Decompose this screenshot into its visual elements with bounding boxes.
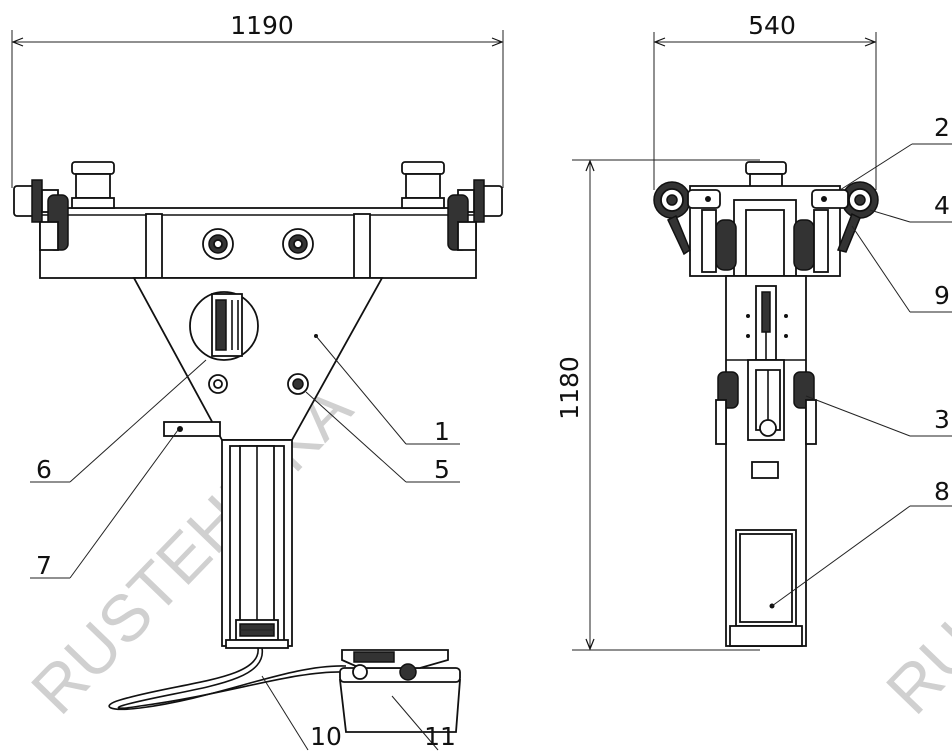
callout-5: 5 — [434, 455, 450, 484]
foot-pump — [338, 649, 461, 733]
leaders-front — [30, 335, 460, 751]
callout-3: 3 — [934, 405, 950, 434]
watermark-edge: RU — [872, 608, 952, 728]
side-column — [715, 275, 817, 647]
triangle-body — [132, 277, 384, 441]
callout-8: 8 — [934, 477, 950, 506]
side-lever — [163, 421, 221, 437]
side-rollers-front — [13, 179, 503, 251]
top-posts — [71, 161, 445, 209]
callout-2: 2 — [934, 113, 950, 142]
dimension-label-1180: 1180 — [555, 356, 584, 420]
callout-7: 7 — [36, 551, 52, 580]
callout-9: 9 — [934, 281, 950, 310]
callout-4: 4 — [934, 191, 950, 220]
dimension-side-width: 540 — [653, 11, 877, 190]
dimension-label-1190: 1190 — [230, 11, 294, 40]
front-view: 1190 — [11, 11, 504, 751]
callout-1: 1 — [434, 417, 450, 446]
dimension-side-height: 1180 — [555, 159, 760, 651]
crossbeam — [39, 207, 477, 279]
leaders-side — [771, 143, 952, 607]
callout-11: 11 — [424, 722, 456, 751]
dimension-label-540: 540 — [748, 11, 796, 40]
callout-10: 10 — [310, 722, 342, 751]
hose — [108, 647, 347, 711]
callout-6: 6 — [36, 455, 52, 484]
cylinder-front — [221, 439, 293, 649]
side-top-assembly — [653, 161, 879, 277]
dimension-front-width: 1190 — [11, 11, 504, 188]
side-view: 540 1180 — [555, 11, 952, 651]
